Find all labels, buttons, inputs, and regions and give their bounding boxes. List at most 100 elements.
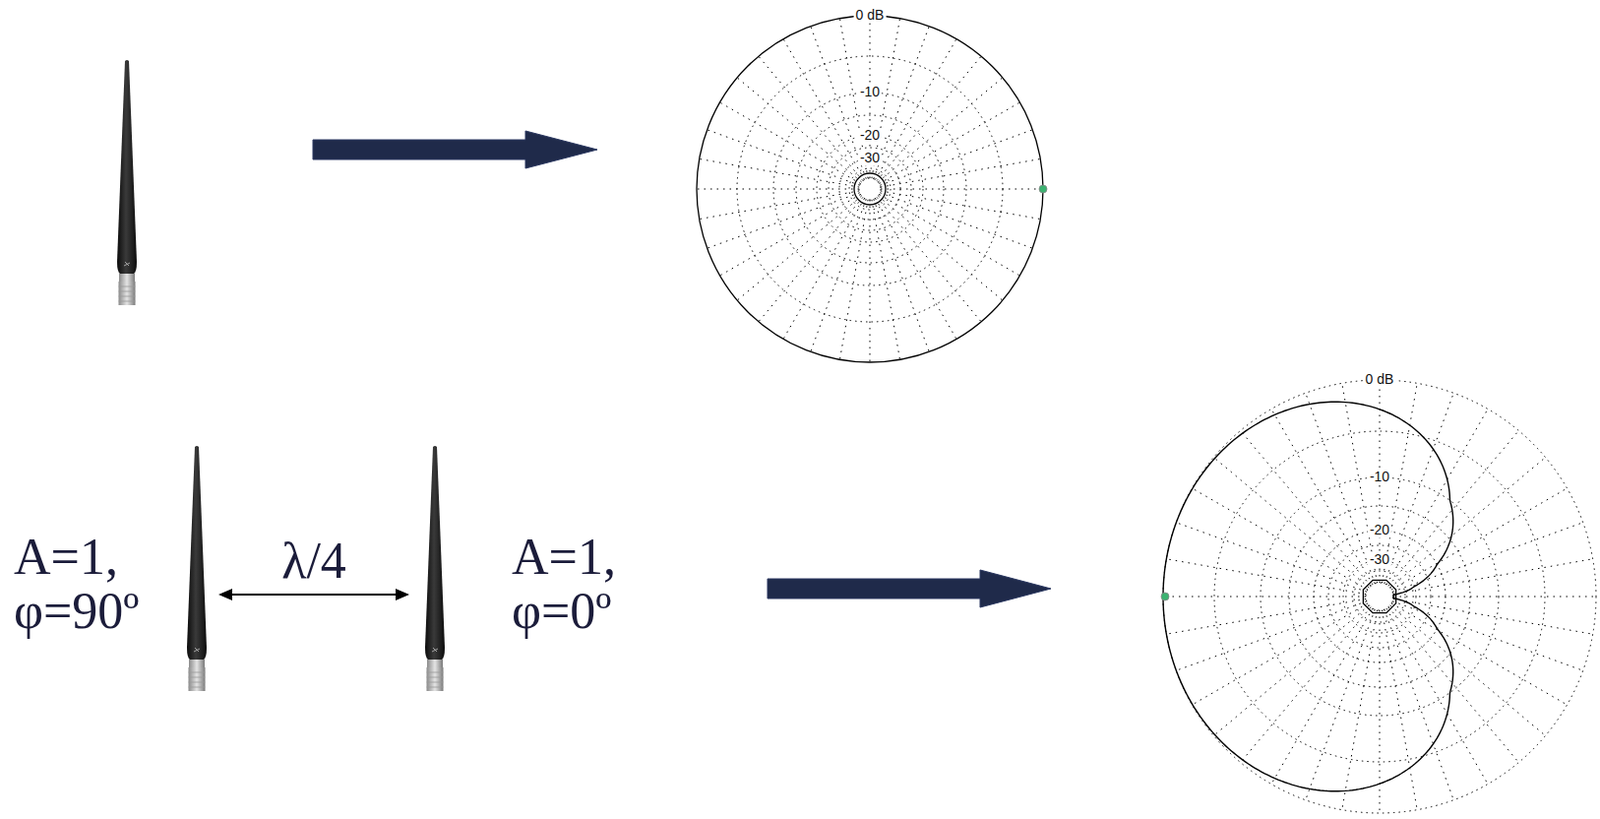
grid-spoke [1390, 457, 1546, 588]
grid-spoke [1240, 430, 1371, 586]
grid-spoke [875, 198, 958, 340]
grid-spoke [707, 129, 861, 185]
grid-spoke [1392, 522, 1584, 592]
grid-spoke [699, 190, 860, 220]
marker-dot [1039, 184, 1047, 193]
amplitude-label: A=1, [511, 531, 616, 583]
marker-dot [1161, 592, 1170, 601]
phase-label: φ=90º [13, 585, 139, 637]
grid-ring [1214, 430, 1545, 762]
spacing-arrow [218, 588, 410, 601]
grid-spoke [1240, 607, 1371, 763]
pattern-inner [1362, 579, 1396, 613]
grid-spoke [1386, 408, 1488, 584]
antenna [425, 445, 445, 691]
grid-spoke [720, 194, 862, 277]
grid-spoke [1271, 608, 1373, 784]
grid-spoke [873, 198, 929, 352]
grid-spoke [873, 26, 929, 180]
grid-spoke [783, 39, 865, 181]
grid-spoke [1191, 603, 1367, 705]
grid-ring [859, 178, 881, 200]
grid-spoke [758, 56, 863, 181]
radiation-pattern [1163, 401, 1454, 792]
polar-grid [696, 15, 1047, 363]
block-arrow [767, 569, 1051, 608]
grid-spoke [1305, 392, 1375, 584]
grid-spoke [707, 192, 861, 248]
grid-spoke [875, 39, 958, 181]
grid-spoke [1386, 608, 1488, 784]
grid-ring [696, 15, 1044, 363]
grid-ring [737, 56, 1003, 322]
grid-spoke [696, 188, 860, 190]
scale-label: -30 [858, 150, 882, 166]
grid-spoke [1393, 558, 1594, 595]
grid-ring [1353, 570, 1406, 622]
grid-spoke [1390, 605, 1546, 736]
phase-label: φ=0º [511, 585, 612, 637]
grid-ring [839, 158, 901, 220]
grid-spoke [876, 196, 982, 321]
grid-spoke [1175, 601, 1367, 671]
grid-ring [796, 115, 944, 263]
grid-spoke [879, 102, 1021, 185]
grid-spoke [1391, 603, 1567, 705]
grid-spoke [737, 77, 862, 183]
grid-spoke [758, 196, 863, 321]
grid-spoke [1166, 598, 1366, 634]
grid-ring [1260, 477, 1499, 716]
grid-ring [1328, 545, 1431, 648]
scale-label: -30 [1367, 552, 1392, 567]
antenna [117, 60, 137, 306]
grid-spoke [1163, 596, 1366, 598]
pattern-inner [854, 173, 886, 205]
spacing-label: λ/4 [277, 535, 351, 587]
scale-label: -20 [1367, 522, 1392, 538]
polar-grid [1161, 379, 1597, 813]
grid-spoke [737, 195, 862, 301]
grid-spoke [869, 199, 871, 363]
grid-ring [828, 147, 912, 231]
grid-spoke [877, 77, 1002, 183]
grid-spoke [720, 102, 862, 185]
grid-spoke [1175, 522, 1367, 592]
grid-spoke [1213, 605, 1369, 736]
grid-spoke [880, 190, 1041, 220]
scale-label: -10 [858, 84, 882, 100]
grid-spoke [876, 56, 982, 181]
grid-spoke [1305, 609, 1375, 800]
grid-spoke [879, 192, 1033, 248]
grid-spoke [699, 158, 860, 187]
grid-spoke [880, 188, 1044, 190]
grid-spoke [1191, 488, 1367, 590]
grid-spoke [1392, 601, 1584, 671]
grid-spoke [810, 198, 866, 352]
grid-spoke [839, 199, 868, 360]
grid-ring [849, 168, 891, 210]
scale-label: 0 dB [854, 7, 887, 23]
grid-spoke [1393, 596, 1597, 598]
grid-spoke [879, 194, 1021, 277]
grid-spoke [1393, 598, 1594, 634]
grid-spoke [877, 195, 1002, 301]
amplitude-label: A=1, [13, 531, 119, 583]
scale-label: -20 [858, 127, 882, 143]
grid-spoke [1391, 488, 1567, 590]
grid-spoke [1166, 558, 1366, 595]
grid-spoke [1271, 408, 1373, 584]
grid-spoke [1379, 610, 1381, 813]
grid-ring [1163, 379, 1597, 813]
antenna [186, 445, 207, 691]
grid-spoke [1342, 610, 1378, 810]
grid-spoke [783, 198, 865, 340]
scale-label: 0 dB [1363, 371, 1397, 387]
grid-spoke [1388, 607, 1519, 763]
grid-spoke [871, 199, 901, 360]
grid-ring [1343, 559, 1416, 633]
grid-spoke [879, 129, 1033, 185]
grid-spoke [1213, 457, 1369, 588]
grid-ring [1365, 582, 1394, 611]
block-arrow [312, 130, 598, 169]
